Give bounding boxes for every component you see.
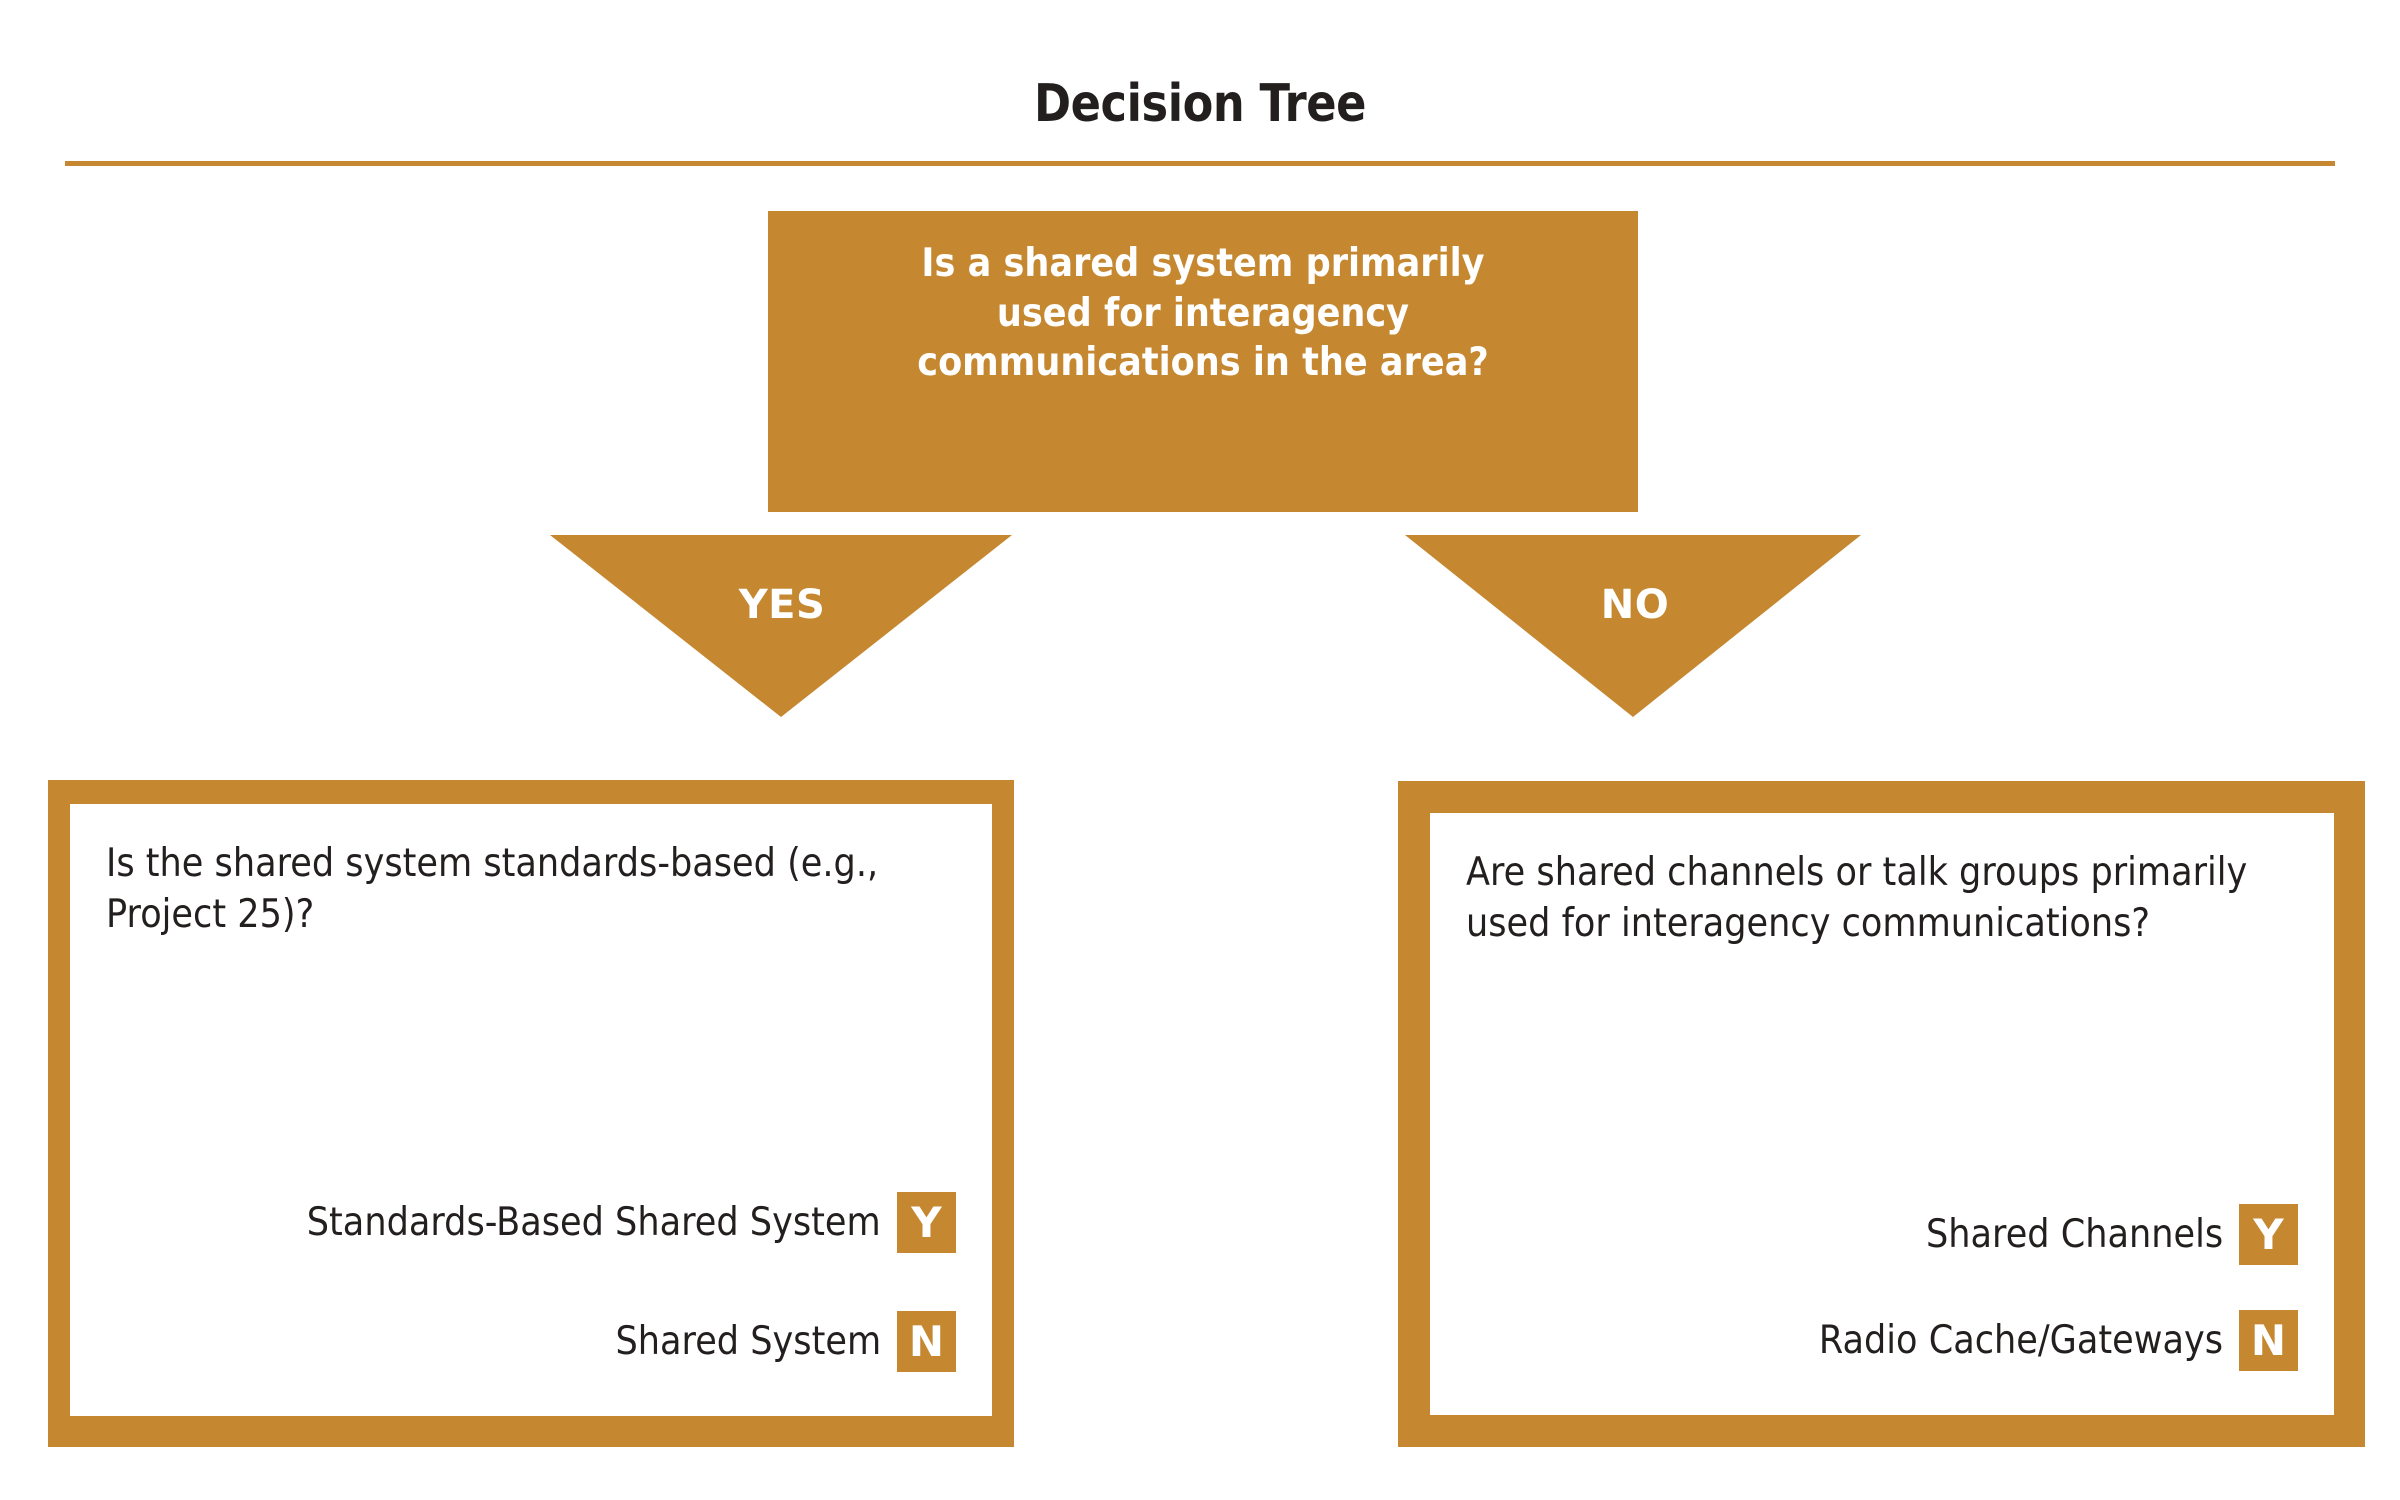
answer-label: Standards-Based Shared System <box>307 1200 881 1245</box>
branch-label-yes: YES <box>738 582 826 628</box>
outcome-panel-left-inner: Is the shared system standards-based (e.… <box>70 804 992 1416</box>
answer-badge-yes: Y <box>897 1192 956 1253</box>
answer-list-right: Shared Channels Y Radio Cache/Gateways N <box>1466 1204 2298 1371</box>
answer-row[interactable]: Radio Cache/Gateways N <box>1466 1310 2298 1371</box>
answer-row[interactable]: Standards-Based Shared System Y <box>106 1192 956 1253</box>
title-divider <box>65 161 2335 166</box>
answer-label: Radio Cache/Gateways <box>1818 1318 2223 1363</box>
root-question-text: Is a shared system primarily used for in… <box>917 241 1489 386</box>
branch-label-no: NO <box>1600 582 1670 628</box>
answer-row[interactable]: Shared Channels Y <box>1466 1204 2298 1265</box>
answer-badge-no: N <box>2239 1310 2298 1371</box>
outcome-panel-right: Are shared channels or talk groups prima… <box>1398 781 2365 1447</box>
outcome-question-right: Are shared channels or talk groups prima… <box>1466 850 2248 947</box>
page-title: Decision Tree <box>1033 74 1367 134</box>
root-question-box: Is a shared system primarily used for in… <box>768 211 1638 512</box>
answer-badge-no: N <box>897 1311 956 1372</box>
outcome-panel-left: Is the shared system standards-based (e.… <box>48 780 1014 1447</box>
outcome-panel-right-inner: Are shared channels or talk groups prima… <box>1430 813 2334 1415</box>
branch-arrow-yes <box>550 535 1012 717</box>
answer-row[interactable]: Shared System N <box>106 1311 956 1372</box>
answer-label: Shared Channels <box>1925 1212 2223 1257</box>
answer-badge-yes: Y <box>2239 1204 2298 1265</box>
answer-label: Shared System <box>615 1319 881 1364</box>
answer-list-left: Standards-Based Shared System Y Shared S… <box>106 1192 956 1372</box>
outcome-question-left: Is the shared system standards-based (e.… <box>106 841 879 938</box>
branch-arrow-no <box>1405 535 1861 717</box>
